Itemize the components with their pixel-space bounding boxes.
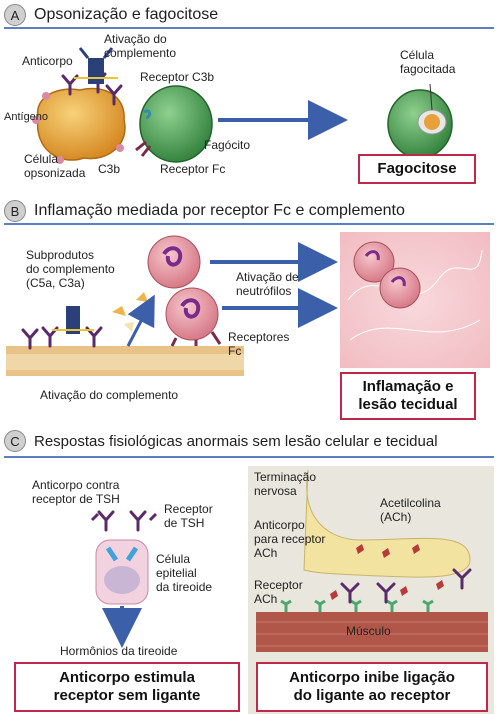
section-c-badge: C	[4, 430, 26, 452]
label-receptor-tsh: Receptor de TSH	[164, 502, 213, 530]
section-a-title: Opsonização e fagocitose	[34, 6, 219, 23]
label-fagocito: Fagócito	[204, 138, 251, 152]
opsonized-cell	[32, 87, 126, 164]
section-b-title: Inflamação mediada por receptor Fc e com…	[34, 202, 405, 219]
label-c3b: C3b	[98, 162, 121, 176]
label-ativacao-complemento-a: Ativação do complemento	[104, 32, 177, 60]
section-c-title: Respostas fisiológicas anormais sem lesã…	[34, 432, 438, 450]
neutrophil-top	[147, 235, 201, 289]
label-ativacao-complemento-b: Ativação do complemento	[40, 388, 179, 402]
section-c-header: C Respostas fisiológicas anormais sem le…	[4, 428, 438, 454]
result-box-inibe: Anticorpo inibe ligação do ligante ao re…	[256, 662, 488, 712]
label-receptores-fc: Receptores Fc	[228, 330, 290, 358]
section-a-badge: A	[4, 4, 26, 26]
label-receptor-ach: Receptor ACh	[254, 578, 303, 606]
label-anticorpo-tsh: Anticorpo contra receptor de TSH	[32, 478, 120, 506]
result-box-estimula: Anticorpo estimula receptor sem ligante	[14, 662, 240, 712]
antibody-complex-a	[61, 47, 123, 106]
section-b-header: B Inflamação mediada por receptor Fc e c…	[4, 198, 405, 224]
phagocyte-cell	[135, 85, 213, 163]
label-terminacao: Terminação nervosa	[254, 470, 317, 498]
inflamed-tissue	[340, 232, 490, 368]
section-c-rule	[4, 456, 494, 458]
membrane-b	[6, 346, 244, 376]
section-b-badge: B	[4, 200, 26, 222]
section-a-header: A Opsonização e fagocitose	[4, 2, 218, 28]
label-celula-epitelial: Célula epitelial da tireoide	[156, 552, 213, 594]
label-anticorpo-ach: Anticorpo para receptor ACh	[254, 518, 326, 560]
label-ativacao-neutrofilos: Ativação de neutrófilos	[236, 270, 299, 298]
section-a-rule	[4, 27, 494, 29]
label-celula-opsonizada: Célula opsonizada	[24, 152, 86, 180]
phagocytosed-cell	[387, 83, 453, 159]
section-b-rule	[4, 223, 494, 225]
label-receptor-fc: Receptor Fc	[160, 162, 226, 176]
antibody-complex-b	[21, 306, 103, 350]
label-antigeno: Antígeno	[4, 111, 49, 123]
label-musculo: Músculo	[346, 624, 391, 638]
label-hormonios: Hormônios da tireoide	[60, 644, 178, 658]
label-anticorpo: Anticorpo	[22, 54, 73, 68]
result-box-fagocitose: Fagocitose	[358, 154, 476, 184]
label-subprodutos: Subprodutos do complemento (C5a, C3a)	[26, 248, 115, 290]
label-celula-fagocitada: Célula fagocitada	[400, 48, 456, 76]
neutrophil-bottom	[165, 287, 222, 347]
arrow-b-up	[126, 294, 155, 347]
thyroid-epithelial-cell	[90, 510, 158, 605]
label-receptor-c3b: Receptor C3b	[140, 70, 215, 84]
result-box-inflamacao: Inflamação e lesão tecidual	[340, 372, 476, 420]
label-acetilcolina: Acetilcolina (ACh)	[380, 496, 441, 524]
